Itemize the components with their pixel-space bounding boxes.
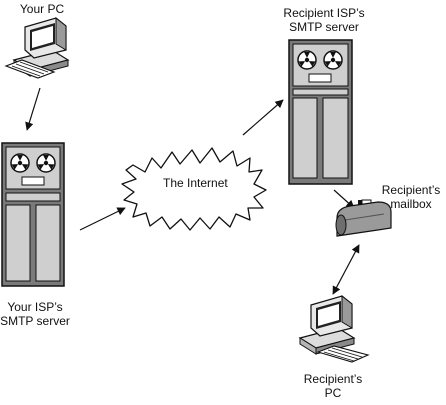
arrow-isp-to-internet	[79, 207, 126, 231]
your-isp-server-label-line-1: Your ISP’s	[7, 300, 63, 314]
recipient-isp-server-label-line-2: SMTP server	[289, 20, 359, 34]
arrow-internet-to-recipient-isp	[242, 99, 284, 136]
recipient-pc-label-line-2: PC	[324, 386, 342, 400]
internet-cloud	[121, 147, 267, 231]
recipient-mailbox-label-line-2: mailbox	[390, 197, 432, 211]
arrow-server-to-mailbox	[333, 189, 355, 209]
mailbox-icon	[335, 199, 392, 237]
your-pc-icon	[4, 16, 70, 79]
your-pc-label: Your PC	[14, 2, 70, 16]
arrow-pc-to-isp	[25, 87, 41, 131]
recipient-mailbox-label: Recipient’s mailbox	[380, 183, 442, 211]
recipient-isp-server-label-line-1: Recipient ISP’s	[283, 6, 365, 20]
recipient-isp-server-label: Recipient ISP’s SMTP server	[276, 6, 372, 34]
your-pc-label-line-1: Your PC	[19, 2, 65, 16]
recipient-pc-label-line-1: Recipient’s	[303, 372, 363, 386]
recipient-isp-server-icon	[288, 39, 353, 185]
internet-label: The Internet	[163, 176, 228, 190]
your-isp-server-icon	[1, 142, 65, 287]
your-isp-server-label-line-2: SMTP server	[0, 314, 70, 328]
arrow-mailbox-pc-bidirectional	[332, 244, 360, 295]
recipient-pc-label: Recipient’s PC	[302, 372, 364, 400]
recipient-pc-icon	[298, 294, 370, 363]
your-isp-server-label: Your ISP’s SMTP server	[0, 300, 70, 328]
recipient-mailbox-label-line-1: Recipient’s	[381, 183, 441, 197]
